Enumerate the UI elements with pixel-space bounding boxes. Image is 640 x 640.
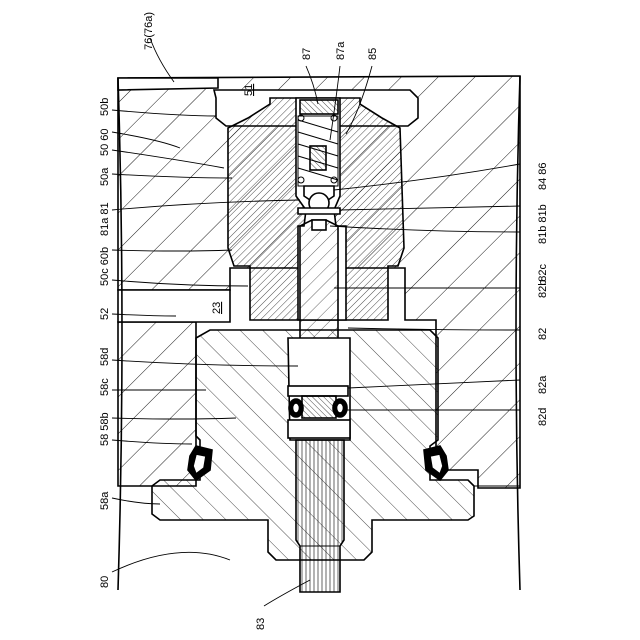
shaft-83 [296,440,344,592]
label-76: 76(76a) [143,12,155,50]
label-83: 83 [255,618,267,630]
label-58d: 58d [99,348,111,366]
label-85: 85 [367,48,379,60]
label-50b: 50b [99,98,111,116]
label-82c: 82c [537,264,549,282]
rod-tip-82c [312,220,326,230]
label-87: 87 [301,48,313,60]
label-81a-81: 81a 81 [99,202,111,236]
label-50a: 50a [99,167,111,186]
oring-carrier-82d [302,396,336,418]
spring-guide-87a [310,146,326,170]
label-84-86: 84 86 [537,162,549,190]
label-80: 80 [99,576,111,588]
label-23: 23 [211,302,223,314]
label-87a: 87a [335,41,347,60]
label-82: 82 [537,328,549,340]
label-82d: 82d [537,408,549,426]
label-58c: 58c [99,378,111,396]
label-50c-60b: 50c 60b [99,247,111,286]
label-58a: 58a [99,491,111,510]
label-50-60: 50 60 [99,128,111,156]
label-81b: 81b 81b [537,204,549,244]
piston-82a [288,386,348,396]
label-52: 52 [99,308,111,320]
label-82a: 82a [537,375,549,394]
label-51: 51 [243,84,255,96]
label-58-58b: 58 58b [99,412,111,446]
lower-bore-sleeve [288,420,350,438]
label-82b: 82b [537,280,549,298]
valve-seat-81 [298,208,340,214]
cap-87 [300,100,338,114]
